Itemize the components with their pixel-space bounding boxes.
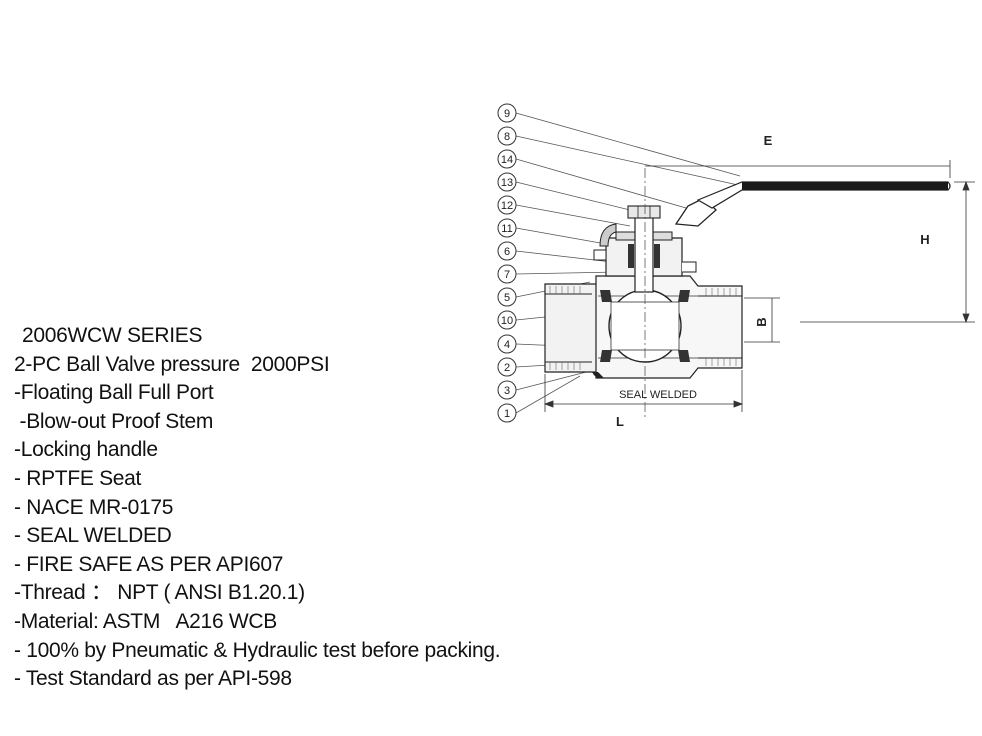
spec-list: 2006WCW SERIES 2-PC Ball Valve pressure … <box>14 322 501 694</box>
svg-text:4: 4 <box>504 339 510 351</box>
dimension-h-label: H <box>920 232 929 247</box>
balloon-7: 7 <box>497 264 517 284</box>
balloon-1: 1 <box>497 403 517 423</box>
svg-text:6: 6 <box>504 246 510 258</box>
spec-line: - Test Standard as per API-598 <box>14 667 292 691</box>
spec-line: -Floating Ball Full Port <box>14 381 214 405</box>
balloon-14: 14 <box>497 149 517 169</box>
balloon-4: 4 <box>497 334 517 354</box>
spec-line: -Blow-out Proof Stem <box>14 409 214 433</box>
svg-text:13: 13 <box>501 177 513 189</box>
svg-text:8: 8 <box>504 131 510 143</box>
balloon-6: 6 <box>497 241 517 261</box>
dimension-e-label: E <box>764 133 773 148</box>
svg-text:11: 11 <box>501 223 512 235</box>
spec-line: - NACE MR-0175 <box>14 495 174 519</box>
balloon-8: 8 <box>497 126 517 146</box>
svg-text:1: 1 <box>504 408 510 420</box>
valve-body <box>544 168 951 420</box>
spec-line: -Thread ： NPT ( ANSI B1.20.1) <box>14 581 305 605</box>
svg-text:7: 7 <box>504 269 510 281</box>
svg-text:2: 2 <box>504 362 510 374</box>
dimension-labels: E H B L SEAL WELDED <box>616 133 930 429</box>
spec-series-title: 2006WCW SERIES <box>22 324 203 347</box>
balloon-13: 13 <box>497 172 517 192</box>
dimensions <box>543 160 975 412</box>
balloon-12: 12 <box>497 195 517 215</box>
right-thread <box>705 288 737 366</box>
svg-text:12: 12 <box>501 200 513 212</box>
svg-text:9: 9 <box>504 108 510 120</box>
svg-text:3: 3 <box>504 385 510 397</box>
balloons: 9 8 14 13 12 11 6 7 5 10 4 2 3 1 <box>497 103 517 423</box>
balloon-11: 11 <box>497 218 517 238</box>
dimension-l-label: L <box>616 414 624 429</box>
dimension-b-label: B <box>754 317 769 326</box>
balloon-3: 3 <box>497 380 517 400</box>
balloon-5: 5 <box>497 287 517 307</box>
balloon-9: 9 <box>497 103 517 123</box>
spec-line: -Material: ASTM A216 WCB <box>14 609 277 633</box>
balloon-10: 10 <box>497 310 517 330</box>
spec-line: - FIRE SAFE AS PER API607 <box>14 552 284 576</box>
spec-line: - 100% by Pneumatic & Hydraulic test bef… <box>14 638 501 662</box>
svg-text:14: 14 <box>501 154 513 166</box>
spec-line: - SEAL WELDED <box>14 524 172 548</box>
balloon-2: 2 <box>497 357 517 377</box>
svg-text:10: 10 <box>501 315 513 327</box>
seal-welded-label: SEAL WELDED <box>619 389 697 401</box>
spec-line: - RPTFE Seat <box>14 466 142 490</box>
spec-line: -Locking handle <box>14 438 158 462</box>
spec-line: 2-PC Ball Valve pressure 2000PSI <box>14 352 330 376</box>
svg-text:5: 5 <box>504 292 510 304</box>
left-thread <box>549 286 581 370</box>
